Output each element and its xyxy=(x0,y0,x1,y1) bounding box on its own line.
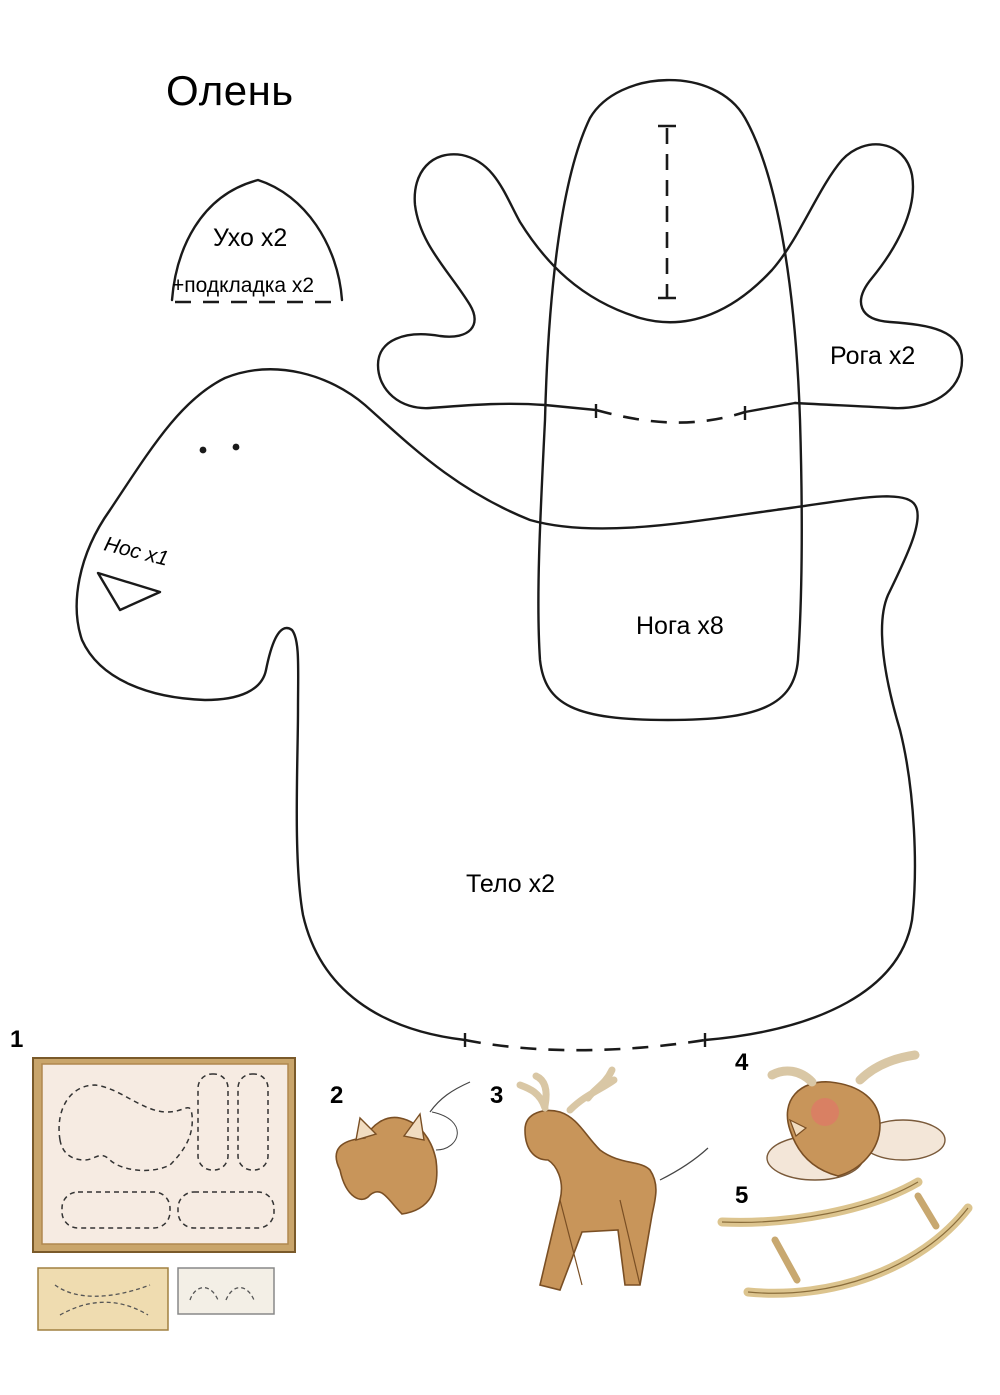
ear-label: Ухо x2 xyxy=(213,224,287,252)
step-1-illustration xyxy=(32,1057,296,1331)
step-5-illustration xyxy=(717,1177,973,1298)
ear-pattern: Ухо x2 +подкладка x2 xyxy=(170,178,344,304)
leg-pattern: Нога x8 xyxy=(537,78,803,722)
nose-label: Нос x1 xyxy=(102,533,171,571)
nose-pattern: Нос x1 xyxy=(96,533,171,612)
body-label: Тело x2 xyxy=(466,870,555,898)
step-3-illustration xyxy=(516,1066,709,1291)
eye-mark xyxy=(232,443,240,451)
leg-label: Нога x8 xyxy=(636,612,724,640)
antlers-label: Рога x2 xyxy=(830,342,915,370)
ear-sublabel: +подкладка x2 xyxy=(172,274,314,297)
antlers-pattern: Рога x2 xyxy=(376,124,964,424)
step-number-4: 4 xyxy=(735,1049,749,1076)
body-pattern: Тело x2 xyxy=(75,368,919,1052)
step-2-illustration xyxy=(335,1081,471,1215)
eye-mark xyxy=(199,446,207,454)
step-number-2: 2 xyxy=(330,1082,343,1109)
step-number-3: 3 xyxy=(490,1082,503,1109)
step-4-illustration xyxy=(766,1050,946,1181)
step-number-5: 5 xyxy=(735,1182,748,1209)
pattern-title: Олень xyxy=(166,67,294,114)
step-number-1: 1 xyxy=(10,1026,23,1053)
